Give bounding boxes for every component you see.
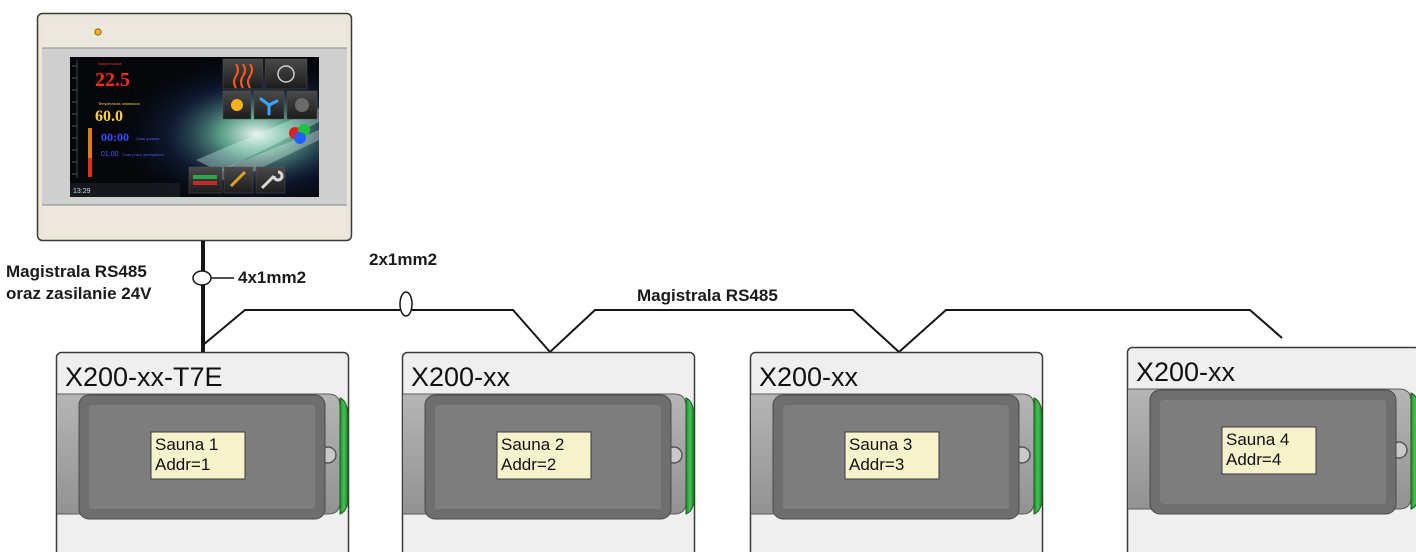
unit-sauna-name: Sauna 1 xyxy=(155,435,218,454)
hmi-set-temp: 60.0 xyxy=(95,108,123,125)
unit-sauna-name: Sauna 3 xyxy=(849,435,912,454)
unit-title: X200-xx xyxy=(1136,357,1236,387)
hmi-timer2: 01:00 xyxy=(101,151,119,158)
cable-marker-4x1 xyxy=(192,270,212,286)
unit-title: X200-xx xyxy=(759,362,859,392)
hmi-timer1-label: Czas grzania xyxy=(136,136,160,141)
hmi-screen: Sauna sucha 22.5 Temperatura ustawiona 6… xyxy=(70,57,319,197)
unit-address: Addr=1 xyxy=(155,455,210,474)
light-tile-icon[interactable] xyxy=(264,58,308,90)
unit-green-strip xyxy=(1410,392,1416,510)
unit-green-strip xyxy=(339,397,349,515)
hmi-timer2-label: Czas pracy wentylatora xyxy=(122,152,164,157)
status-led xyxy=(94,28,102,36)
wiring xyxy=(192,241,1283,354)
hmi-panel: Sauna sucha 22.5 Temperatura ustawiona 6… xyxy=(36,12,353,242)
unit-sauna-name: Sauna 2 xyxy=(501,435,564,454)
heat-bar xyxy=(88,128,92,177)
hmi-timer1: 00:00 xyxy=(101,130,129,144)
unit-label-box xyxy=(1221,426,1317,475)
bath-tile-icon[interactable] xyxy=(188,166,223,194)
unit-label-box xyxy=(496,431,592,480)
cable-marker-2x1 xyxy=(399,291,413,317)
cable-2x1-label: 2x1mm2 xyxy=(369,250,437,269)
unit-title: X200-xx-T7E xyxy=(65,362,223,392)
bus-power-label-line2: oraz zasilanie 24V xyxy=(6,284,152,303)
unit-label-box xyxy=(150,431,246,480)
unit-green-strip xyxy=(1033,397,1043,515)
unit-label-box xyxy=(844,431,940,480)
hmi-panel-bottom-strip xyxy=(42,205,347,235)
unit-address: Addr=3 xyxy=(849,455,904,474)
cable-4x1-label: 4x1mm2 xyxy=(238,268,306,287)
rs485-bus-line xyxy=(202,309,1283,354)
heater-tile-icon[interactable] xyxy=(222,58,264,90)
unit-address: Addr=4 xyxy=(1226,450,1281,469)
unit-title: X200-xx xyxy=(411,362,511,392)
unit-address: Addr=2 xyxy=(501,455,556,474)
hmi-sauna-label: Sauna sucha xyxy=(98,61,122,66)
color-light-icon[interactable] xyxy=(289,124,310,144)
bus-power-label-line1: Magistrala RS485 xyxy=(6,262,147,281)
hmi-set-label: Temperatura ustawiona xyxy=(98,101,140,106)
hmi-clock: 13:29 xyxy=(73,188,91,195)
hmi-sauna-temp: 22.5 xyxy=(95,69,130,91)
unit-sauna-name: Sauna 4 xyxy=(1226,430,1289,449)
rs485-bus-label: Magistrala RS485 xyxy=(637,286,778,305)
hmi-panel-top-strip xyxy=(42,18,347,48)
unit-green-strip xyxy=(685,397,695,515)
